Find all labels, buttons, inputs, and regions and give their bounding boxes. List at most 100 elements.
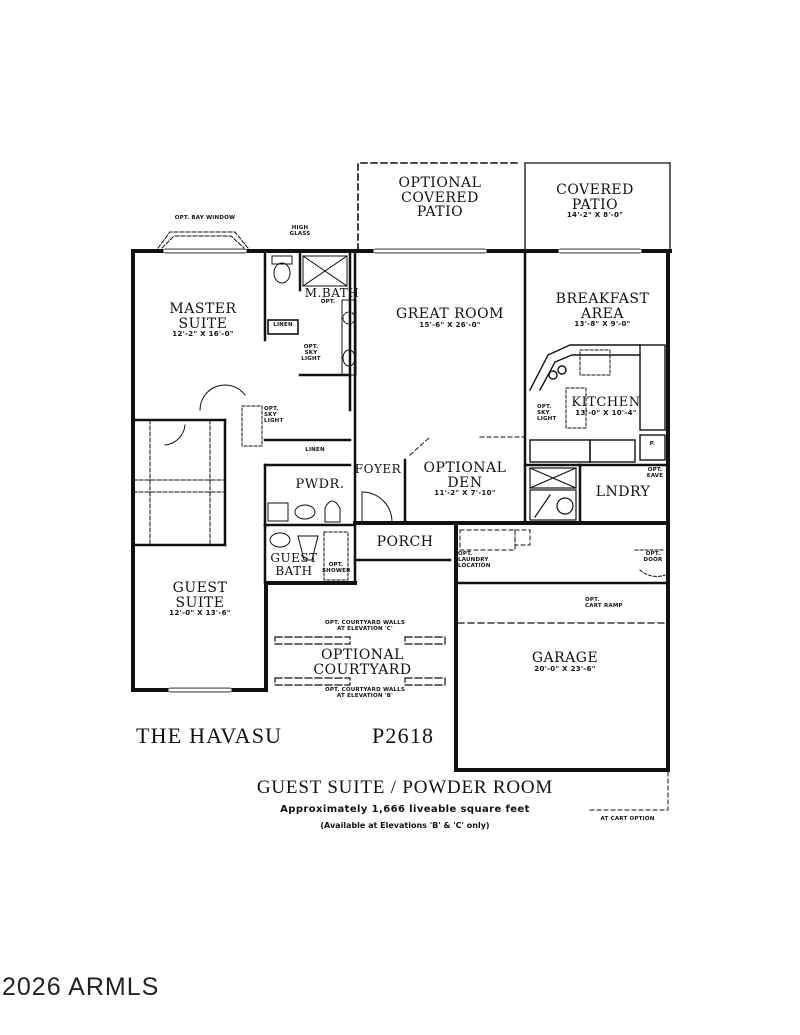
porch-label: PORCH	[376, 534, 434, 550]
garage-name: GARAGE	[531, 650, 599, 666]
optional-den-line1: OPTIONAL	[423, 460, 507, 476]
laundry-label: LNDRY	[595, 484, 651, 500]
opt-eave-line1: OPT.	[647, 467, 663, 473]
area-note: Approximately 1,666 liveable square feet	[280, 804, 530, 815]
hall-skylight-line2: SKY	[264, 411, 277, 418]
hall-skylight-line3: LIGHT	[264, 417, 284, 424]
optional-den-dims: 11'-2" X 7'-10"	[434, 489, 496, 498]
windows	[163, 249, 642, 692]
optional-den-label: OPTIONAL DEN 11'-2" X 7'-10"	[410, 461, 520, 498]
closet-door-swing	[164, 424, 186, 446]
cart-option-note: AT CART OPTION	[600, 816, 655, 822]
master-opt-tub-note: OPT.	[320, 299, 336, 305]
great-room-label: GREAT ROOM 15'-6" X 26'-0"	[390, 307, 510, 329]
washer-dryer	[529, 467, 577, 521]
master-toilet	[271, 255, 293, 284]
high-glass-note: HIGH GLASS	[285, 225, 315, 238]
kitchen-dims: 13'-0" X 10'-4"	[575, 408, 637, 417]
kitchen-skylight-note: OPT. SKY LIGHT	[537, 404, 563, 422]
guest-suite-line2: SUITE	[175, 594, 225, 611]
opt-door-note: OPT. DOOR	[640, 551, 666, 564]
powder-label: PWDR.	[295, 477, 345, 492]
cart-ramp-note: OPT. CART RAMP	[585, 597, 645, 610]
garage-dims: 20'-0" X 23'-6"	[534, 664, 596, 673]
garage-label: GARAGE 20'-0" X 23'-6"	[510, 651, 620, 673]
courtyard-walls-c-note: OPT. COURTYARD WALLS AT ELEVATION 'C'	[300, 620, 430, 633]
master-suite-dims: 12'-2" X 16'-0"	[172, 330, 234, 339]
cart-ramp-line2: CART RAMP	[585, 602, 623, 609]
courtyard-walls	[274, 636, 446, 686]
hall-linen-note: LINEN	[305, 447, 325, 453]
plan-name: THE HAVASU	[136, 723, 283, 748]
opt-eave-note: OPT. EAVE	[643, 467, 667, 480]
great-room-partitions	[409, 436, 526, 456]
high-glass-line1: HIGH	[291, 225, 309, 231]
courtyard-walls-b-note: OPT. COURTYARD WALLS AT ELEVATION 'B'	[300, 687, 430, 700]
powder-fixtures	[267, 500, 341, 523]
courtyard-walls-b-line2: AT ELEVATION 'B'	[337, 692, 393, 699]
pantry	[639, 434, 666, 461]
master-linen-note: LINEN	[273, 322, 293, 328]
cart-ramp-line1: OPT.	[585, 597, 600, 603]
breakfast-area-line1: BREAKFAST	[555, 291, 650, 307]
pantry-note: P.	[649, 441, 656, 447]
mbath-skylight-line3: LIGHT	[301, 355, 321, 362]
optional-courtyard-line1: OPTIONAL	[321, 647, 404, 663]
covered-patio-dims: 14'-2" X 8'-0"	[566, 211, 624, 220]
opt-laundry-note: OPT. LAUNDRY LOCATION	[458, 551, 508, 569]
master-suite-line1: MASTER	[169, 301, 237, 317]
cart-option-outline	[589, 771, 669, 811]
opt-garage-door-swing	[634, 549, 666, 577]
hall-skylight-note: OPT. SKY LIGHT	[264, 406, 288, 424]
optional-covered-patio-label: OPTIONAL COVERED PATIO	[380, 176, 500, 220]
master-door-swing	[199, 384, 246, 411]
opt-laundry-line3: LOCATION	[458, 562, 491, 569]
bay-window	[157, 231, 249, 249]
optional-courtyard-label: OPTIONAL COURTYARD	[300, 648, 425, 677]
foyer-door-swing	[361, 491, 393, 523]
master-suite-line2: SUITE	[178, 315, 228, 332]
guest-bath-fixtures	[269, 531, 349, 581]
master-suite-label: MASTER SUITE 12'-2" X 16'-0"	[148, 302, 258, 339]
courtyard-walls-c-line1: OPT. COURTYARD WALLS	[324, 620, 406, 626]
covered-patio-line1: COVERED	[556, 182, 634, 198]
hall-skylight	[241, 405, 263, 447]
high-glass-line2: GLASS	[289, 230, 311, 237]
kitchen-skylight-line3: LIGHT	[537, 415, 557, 422]
optional-covered-patio-line3: PATIO	[416, 204, 464, 221]
bay-window-note: OPT. BAY WINDOW	[174, 215, 236, 221]
kitchen-skylight-line2: SKY	[537, 409, 550, 416]
mbath-skylight-line2: SKY	[304, 349, 318, 356]
covered-patio-line2: PATIO	[571, 196, 619, 213]
breakfast-area-line2: AREA	[581, 305, 624, 322]
guest-bath-line1: GUEST	[270, 551, 318, 565]
kitchen-counters	[529, 344, 666, 463]
covered-patio-label: COVERED PATIO 14'-2" X 8'-0"	[545, 183, 645, 220]
kitchen-label: KITCHEN 13'-0" X 10'-4"	[566, 396, 646, 417]
guest-suite-dims: 12'-0" X 13'-6"	[169, 609, 231, 618]
optional-covered-patio-outline	[357, 162, 521, 251]
opt-laundry-line1: OPT.	[458, 551, 473, 557]
opt-door-line1: OPT.	[645, 551, 661, 557]
guest-suite-label: GUEST SUITE 12'-0" X 13'-6"	[145, 581, 255, 618]
master-bath-label: M.BATH	[304, 286, 360, 300]
optional-den-line2: DEN	[447, 474, 483, 491]
plan-number: P2618	[372, 723, 435, 748]
foyer-label: FOYER	[354, 462, 402, 476]
master-linen-closet	[267, 319, 299, 335]
kitchen-skylight-line1: OPT.	[537, 404, 552, 410]
guest-bath-line2: BATH	[275, 563, 313, 578]
mbath-skylight-line1: OPT.	[303, 344, 319, 350]
kitchen-island-and-skylight	[565, 349, 611, 429]
plan-subtitle: GUEST SUITE / POWDER ROOM	[256, 777, 554, 798]
great-room-dims: 15'-6" X 26'-0"	[419, 320, 481, 329]
guest-suite-line1: GUEST	[172, 580, 228, 596]
guest-bath-label: GUEST BATH	[266, 552, 322, 577]
courtyard-walls-c-line2: AT ELEVATION 'C'	[337, 625, 393, 632]
window-panes	[164, 248, 641, 693]
great-room-name: GREAT ROOM	[396, 306, 504, 322]
closet-shelves	[132, 419, 226, 546]
opt-door-line2: DOOR	[643, 556, 663, 563]
opt-shower-note: OPT. SHOWER	[322, 562, 351, 574]
